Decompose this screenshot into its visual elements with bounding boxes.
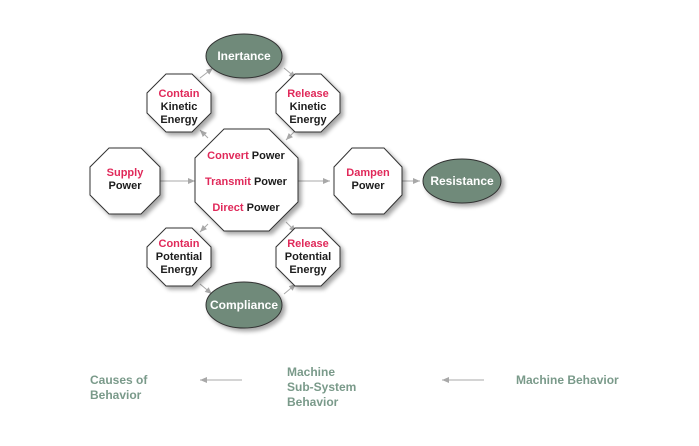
release-kinetic-line2: Kinetic <box>290 101 327 113</box>
ellipse-compliance <box>205 281 283 329</box>
process-nodes <box>89 73 403 287</box>
octagon-release-kinetic <box>275 73 341 133</box>
release-potential-verb: Release <box>287 238 329 250</box>
dampen-verb: Dampen <box>346 167 390 179</box>
central-direct-noun: Power <box>244 202 281 214</box>
supply-noun: Power <box>108 180 142 192</box>
central-convert-noun: Power <box>249 150 286 162</box>
footer-causes-line2: Behavior <box>90 388 142 402</box>
arrow-contain-kinetic-to-inertance <box>199 67 214 79</box>
arrow-central-to-contain-potential <box>199 223 209 233</box>
arrow-contain-potential-to-compliance <box>199 283 213 295</box>
footer-causes-line1: Causes of <box>90 373 148 387</box>
central-row-transmit: Transmit Power <box>205 176 288 188</box>
resistance-label: Resistance <box>430 174 494 188</box>
connector-arrows <box>160 67 484 383</box>
contain-potential-line2: Potential <box>156 251 202 263</box>
footer-machine-behavior: Machine Behavior <box>516 373 619 387</box>
ellipse-inertance <box>205 33 283 79</box>
central-transmit-noun: Power <box>251 176 288 188</box>
octagon-dampen-power <box>333 147 403 215</box>
contain-potential-line3: Energy <box>160 264 198 276</box>
central-convert-verb: Convert <box>207 150 249 162</box>
octagon-contain-potential <box>146 227 212 287</box>
release-potential-line2: Potential <box>285 251 331 263</box>
octagon-contain-kinetic <box>146 73 212 133</box>
inertance-label: Inertance <box>217 49 271 63</box>
octagon-supply-power <box>89 147 161 215</box>
release-kinetic-verb: Release <box>287 88 329 100</box>
contain-potential-verb: Contain <box>159 238 200 250</box>
central-row-direct: Direct Power <box>212 202 280 214</box>
dampen-noun: Power <box>351 180 385 192</box>
octagon-central <box>194 128 299 232</box>
supply-verb: Supply <box>107 167 145 179</box>
central-direct-verb: Direct <box>212 202 244 214</box>
central-row-convert: Convert Power <box>207 150 285 162</box>
footer-subsystem-line2: Sub-System <box>287 380 356 394</box>
footer-subsystem-line3: Behavior <box>287 395 339 409</box>
ellipse-resistance <box>422 158 502 204</box>
footer-subsystem-line1: Machine <box>287 365 335 379</box>
central-transmit-verb: Transmit <box>205 176 251 188</box>
arrow-central-to-contain-kinetic <box>199 129 209 139</box>
element-ellipses <box>205 33 502 329</box>
contain-kinetic-line3: Energy <box>160 114 198 126</box>
release-potential-line3: Energy <box>289 264 327 276</box>
release-kinetic-line3: Energy <box>289 114 327 126</box>
contain-kinetic-verb: Contain <box>159 88 200 100</box>
compliance-label: Compliance <box>210 298 278 312</box>
contain-kinetic-line2: Kinetic <box>161 101 198 113</box>
octagon-release-potential <box>275 227 341 287</box>
